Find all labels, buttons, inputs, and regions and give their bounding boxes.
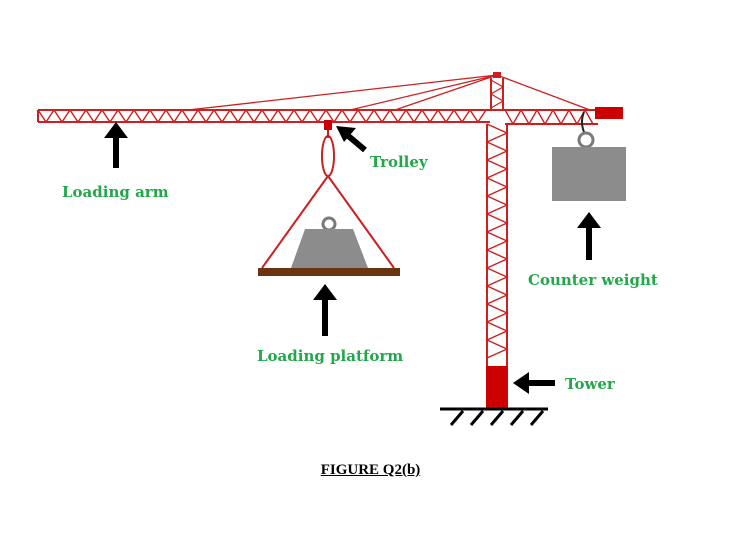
label-loading-platform: Loading platform xyxy=(257,347,403,365)
arrow-trolley xyxy=(336,126,367,153)
counter-weight-ring xyxy=(577,131,595,149)
arrow-loading-platform xyxy=(313,284,337,336)
pointer-arrows xyxy=(104,122,601,394)
tower-mast xyxy=(485,123,509,408)
trolley-body xyxy=(324,120,332,130)
ground-hatch-5 xyxy=(529,410,545,426)
label-loading-arm: Loading arm xyxy=(62,183,169,201)
label-counter-weight: Counter weight xyxy=(528,271,658,289)
counter-jib-block xyxy=(595,107,623,119)
counter-jib-lattice xyxy=(504,108,594,126)
trolley xyxy=(321,120,335,177)
ground-hatch-2 xyxy=(469,410,485,426)
counter-jib xyxy=(490,107,623,126)
counter-weight xyxy=(552,111,626,201)
mast-top xyxy=(489,72,505,110)
counter-weight-block xyxy=(552,147,626,201)
counter-weight-hook xyxy=(581,111,585,133)
tie-cable-2 xyxy=(349,74,498,111)
mast-peak xyxy=(493,72,501,78)
ground xyxy=(440,407,548,426)
mast-lattice xyxy=(485,123,509,359)
tie-cable-1 xyxy=(187,74,498,111)
ground-hatch-1 xyxy=(449,410,465,426)
sling-right xyxy=(327,175,395,269)
figure-caption: FIGURE Q2(b) xyxy=(320,462,421,478)
load-weight xyxy=(291,229,368,268)
jib-lattice xyxy=(37,108,487,124)
ground-hatch-4 xyxy=(509,410,525,426)
load-eye xyxy=(321,216,337,232)
mast-top-lattice xyxy=(489,79,505,109)
hook-link xyxy=(321,135,335,177)
tie-cable-4 xyxy=(496,74,591,111)
label-trolley: Trolley xyxy=(370,153,429,171)
label-tower: Tower xyxy=(565,375,616,393)
tie-cables xyxy=(187,74,591,111)
arrow-counter-weight xyxy=(577,212,601,260)
tower-base-block xyxy=(486,366,508,408)
loading-platform-assembly xyxy=(258,175,400,276)
arrow-loading-arm xyxy=(104,122,128,168)
ground-hatch-3 xyxy=(489,410,505,426)
tie-cable-3 xyxy=(394,74,498,111)
loading-platform xyxy=(258,268,400,276)
arrow-tower xyxy=(513,372,555,394)
sling-left xyxy=(261,175,329,269)
